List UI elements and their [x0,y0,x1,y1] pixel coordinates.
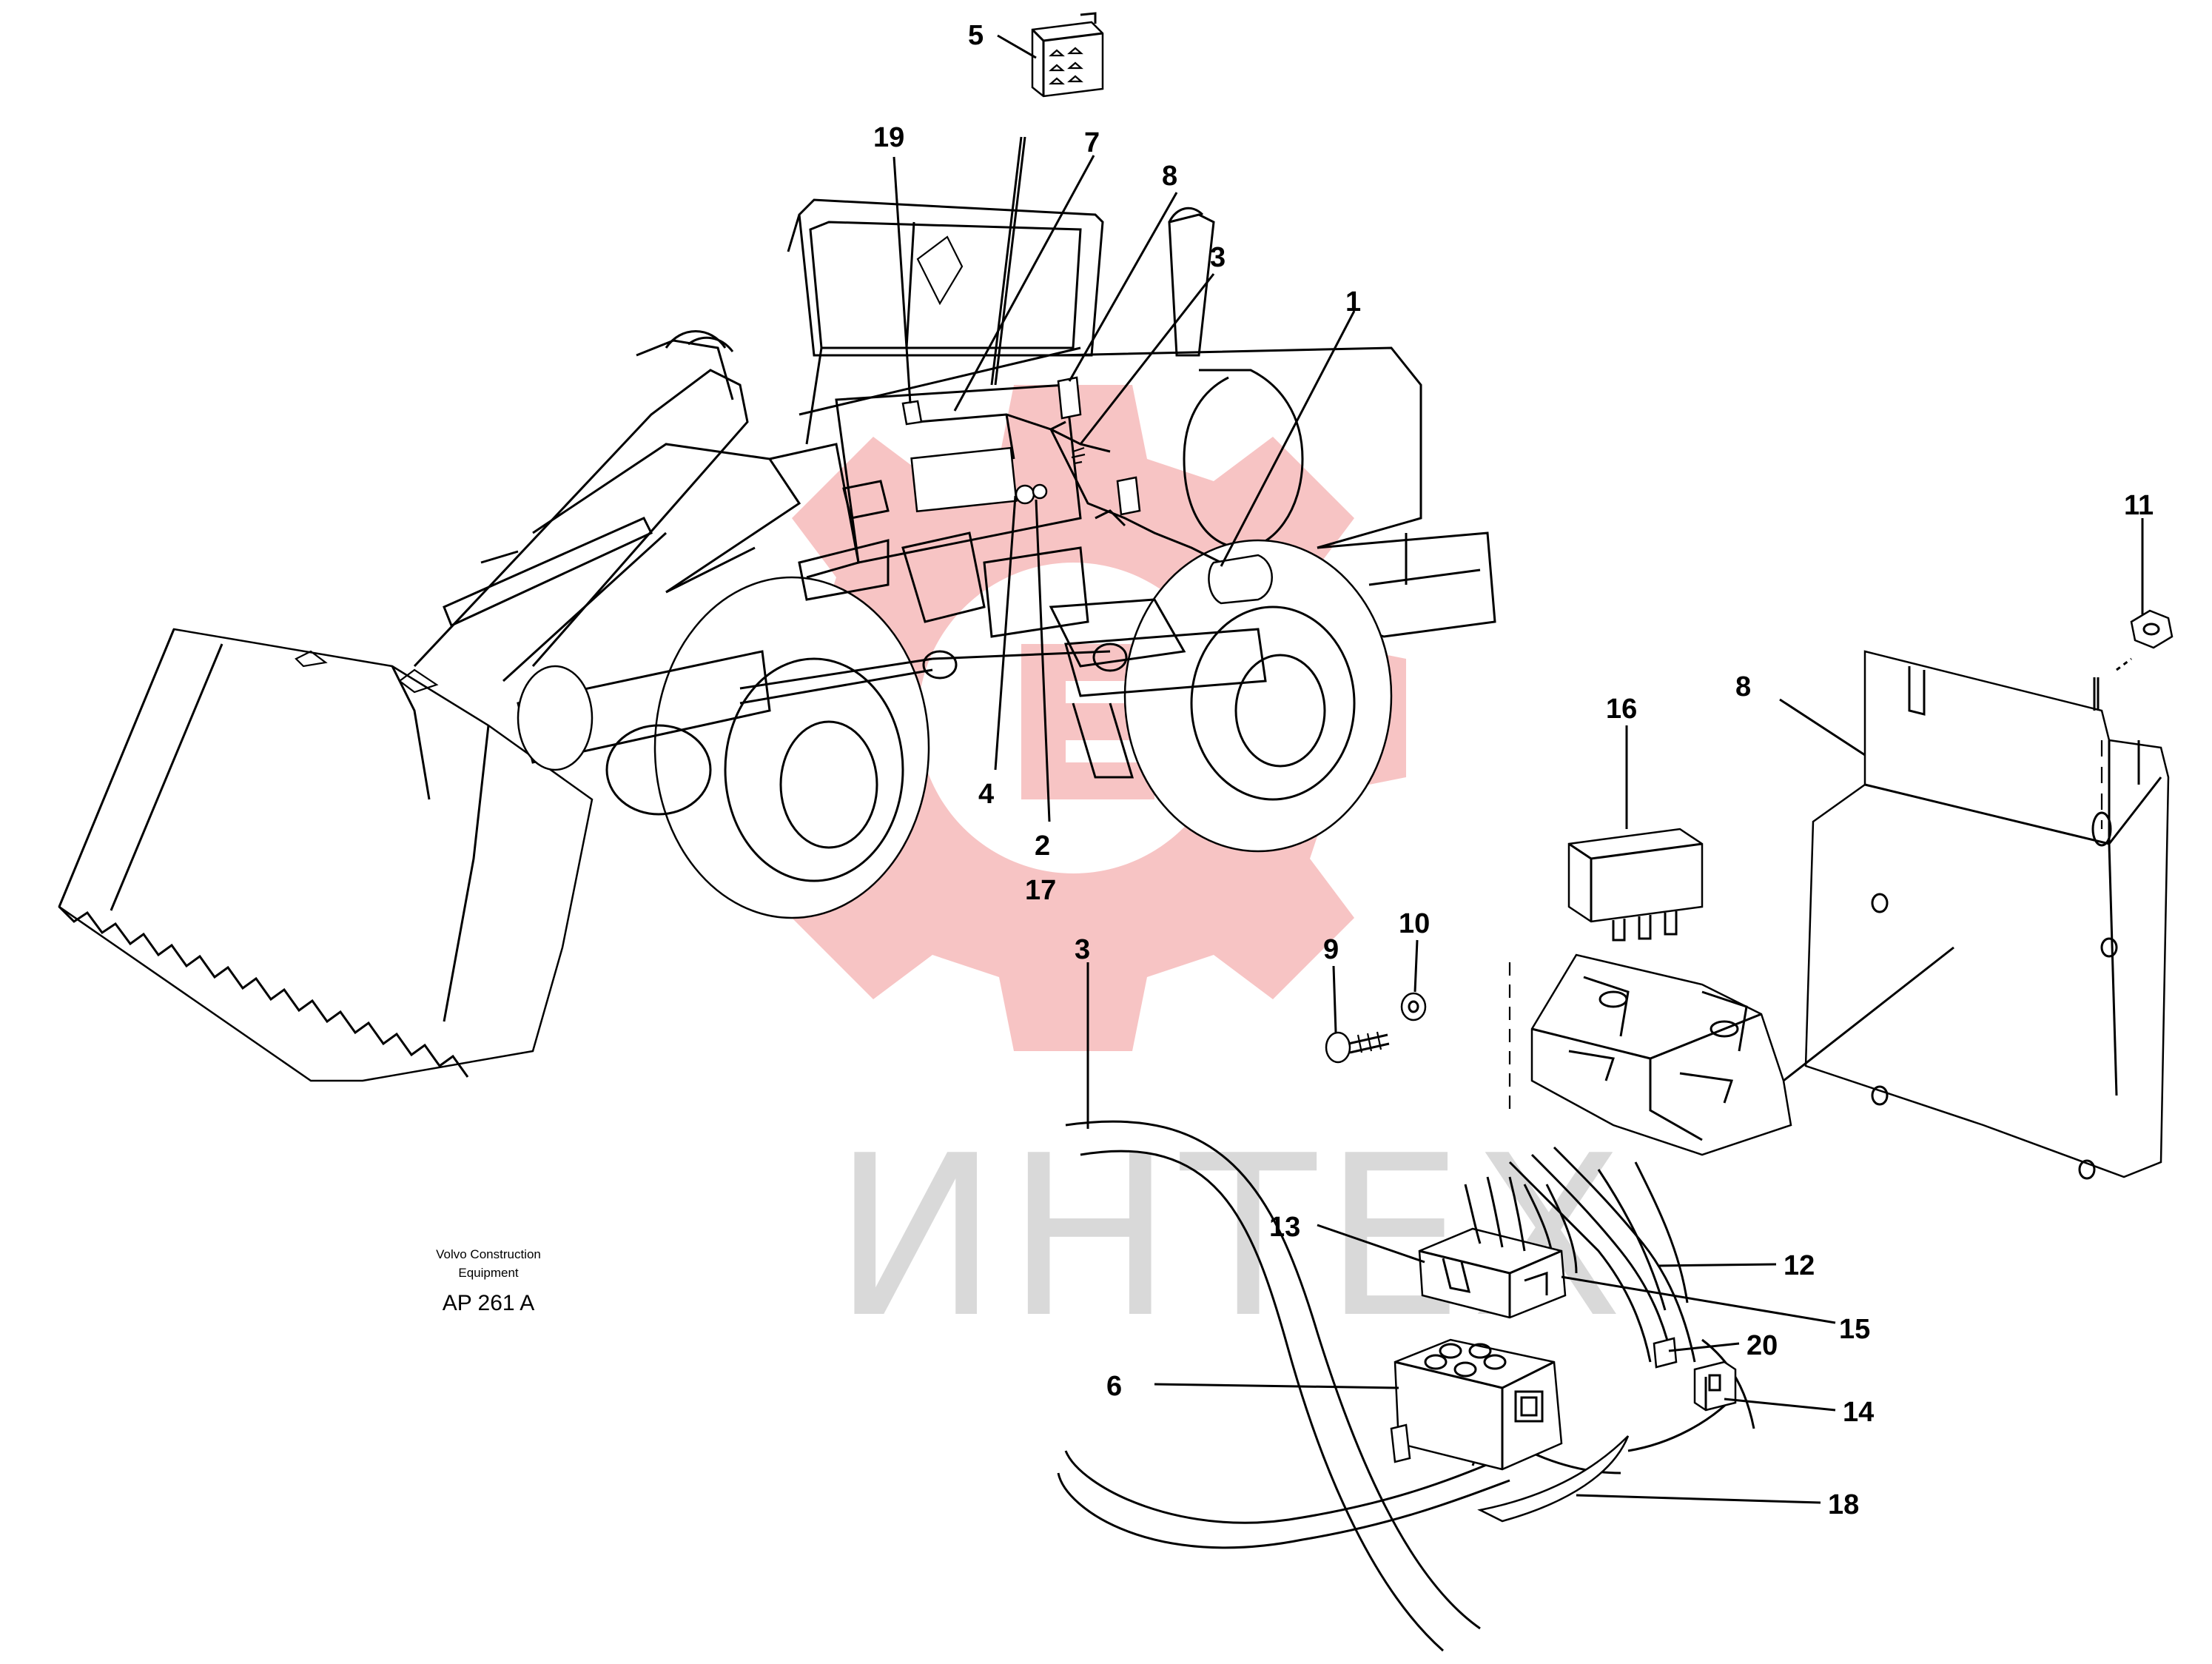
callout-4: 4 [978,779,994,810]
callout-3: 3 [1210,242,1226,273]
callout-3-cable: 3 [1075,934,1090,965]
frame [769,383,1089,638]
connector-13 [1418,1176,1567,1319]
relay-16 [1567,828,1704,942]
washer-10 [1400,962,1511,1118]
connector-19 [901,400,923,426]
cab [787,198,1104,445]
callout-8: 8 [1162,161,1177,192]
connector-14 [1693,1361,1737,1412]
sender-1 [1208,554,1273,605]
relay-small [1116,476,1141,516]
tie-strap-18 [1477,1435,1630,1523]
callout-5: 5 [968,20,984,51]
callout-20: 20 [1747,1330,1778,1361]
callout-13: 13 [1269,1212,1300,1243]
cable-bundle [1057,1120,1755,1652]
lift-arms [413,330,801,682]
control-unit [910,446,1018,513]
connector-5 [1031,12,1104,98]
callout-1: 1 [1345,286,1361,318]
sensor-2 [1015,484,1035,505]
caption-company-line2: Equipment [458,1266,519,1280]
switch-8 [1057,376,1082,420]
bucket [58,628,594,1082]
connector-20 [1653,1337,1678,1369]
connector-6 [1390,1338,1563,1471]
callout-16: 16 [1606,694,1637,725]
screw-9 [1325,1031,1390,1064]
callout-10: 10 [1399,908,1430,939]
callout-14: 14 [1843,1397,1874,1428]
rear-wheel [1049,539,1393,853]
callout-2: 2 [1035,831,1050,862]
caption-company: Volvo Construction [436,1247,541,1261]
mounting-plate-8 [1804,650,2170,1180]
callout-18: 18 [1828,1489,1859,1520]
callout-numbers: 5 19 7 8 3 1 4 2 17 11 8 16 9 10 3 13 12… [873,20,2154,1520]
front-wheel [517,576,930,919]
callout-12: 12 [1784,1250,1815,1281]
drive-shaft [739,531,1128,705]
callout-7: 7 [1084,127,1100,158]
leader-lines [892,34,2144,1504]
callout-19: 19 [873,122,904,153]
wheel-loader-drawing [58,12,2174,1652]
fuse-holder [1530,946,1954,1156]
caption: Volvo Construction Equipment AP 261 A [436,1247,541,1315]
callout-6: 6 [1106,1371,1122,1402]
nut-11 [2093,609,2174,711]
callout-11: 11 [2124,490,2154,521]
callout-17: 17 [1025,875,1056,906]
sensor-17 [1032,483,1048,500]
callout-8-plate: 8 [1735,671,1751,702]
callout-9: 9 [1323,934,1339,965]
callout-15: 15 [1839,1314,1870,1345]
watermark-text: ИНТЕХ [833,1108,1630,1366]
caption-code: AP 261 A [443,1291,535,1315]
